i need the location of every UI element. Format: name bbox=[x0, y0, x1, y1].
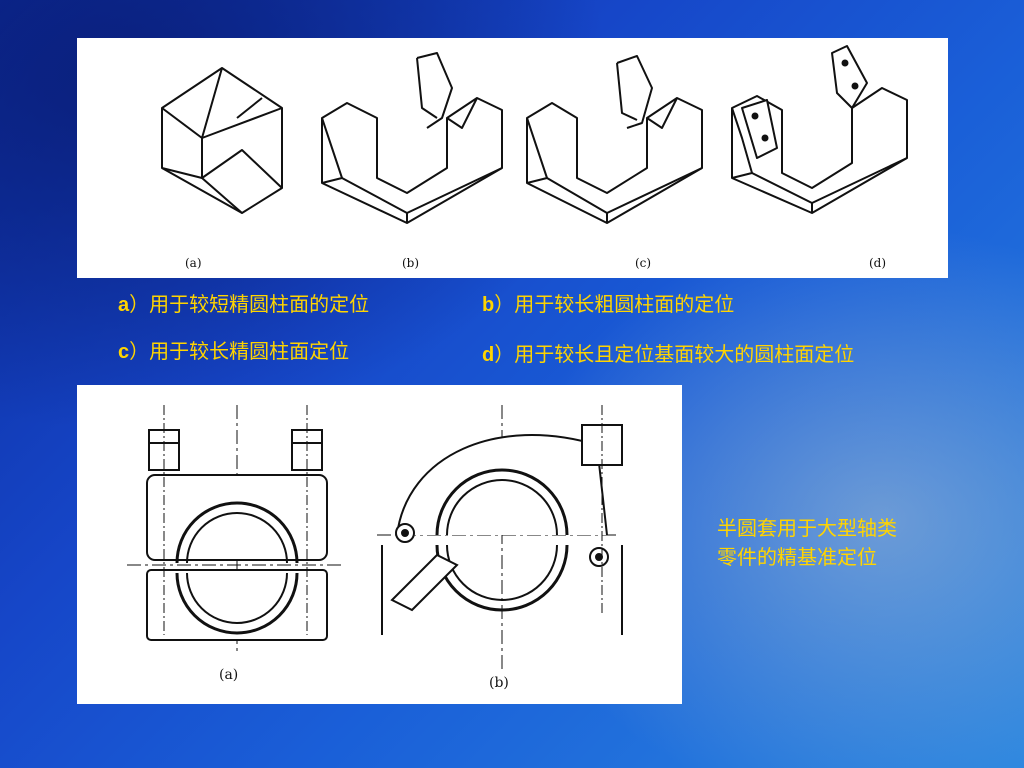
caption-c-text: ）用于较长精圆柱面定位 bbox=[129, 339, 350, 363]
caption-d-letter: d bbox=[482, 344, 495, 366]
caption-b-text: ）用于较长粗圆柱面的定位 bbox=[494, 292, 735, 316]
half-sleeve-b-label: (b) bbox=[489, 675, 509, 691]
caption-c: c）用于较长精圆柱面定位 bbox=[118, 335, 349, 364]
caption-a: a）用于较短精圆柱面的定位 bbox=[118, 288, 369, 317]
half-sleeve-note: 半圆套用于大型轴类零件的精基准定位 bbox=[717, 516, 897, 569]
v-block-drawings bbox=[161, 45, 908, 224]
caption-b: b）用于较长粗圆柱面的定位 bbox=[482, 288, 734, 317]
v-block-figure-panel: (a) (b) (c) (d) bbox=[77, 38, 948, 278]
v-block-c-label: (c) bbox=[635, 256, 652, 270]
half-sleeve-a-drawing bbox=[127, 405, 342, 655]
v-block-c-drawing bbox=[526, 55, 703, 224]
v-block-d-label: (d) bbox=[869, 256, 887, 270]
v-block-a-label: (a) bbox=[185, 256, 202, 270]
caption-d: d）用于较长且定位基面较大的圆柱面定位 bbox=[482, 338, 854, 367]
half-sleeve-b-drawing bbox=[377, 405, 623, 670]
half-sleeve-drawings bbox=[127, 405, 623, 670]
caption-c-letter: c bbox=[118, 341, 130, 363]
caption-a-text: ）用于较短精圆柱面的定位 bbox=[129, 292, 370, 316]
v-block-b-drawing bbox=[321, 52, 503, 224]
v-block-b-label: (b) bbox=[402, 256, 420, 270]
v-block-d-drawing bbox=[731, 45, 908, 214]
caption-a-letter: a bbox=[118, 294, 130, 316]
caption-d-text: ）用于较长且定位基面较大的圆柱面定位 bbox=[494, 342, 855, 366]
caption-b-letter: b bbox=[482, 294, 495, 316]
half-sleeve-a-label: (a) bbox=[219, 667, 239, 683]
half-sleeve-figure-panel: (a) (b) bbox=[77, 385, 682, 704]
v-block-a-drawing bbox=[161, 67, 283, 214]
